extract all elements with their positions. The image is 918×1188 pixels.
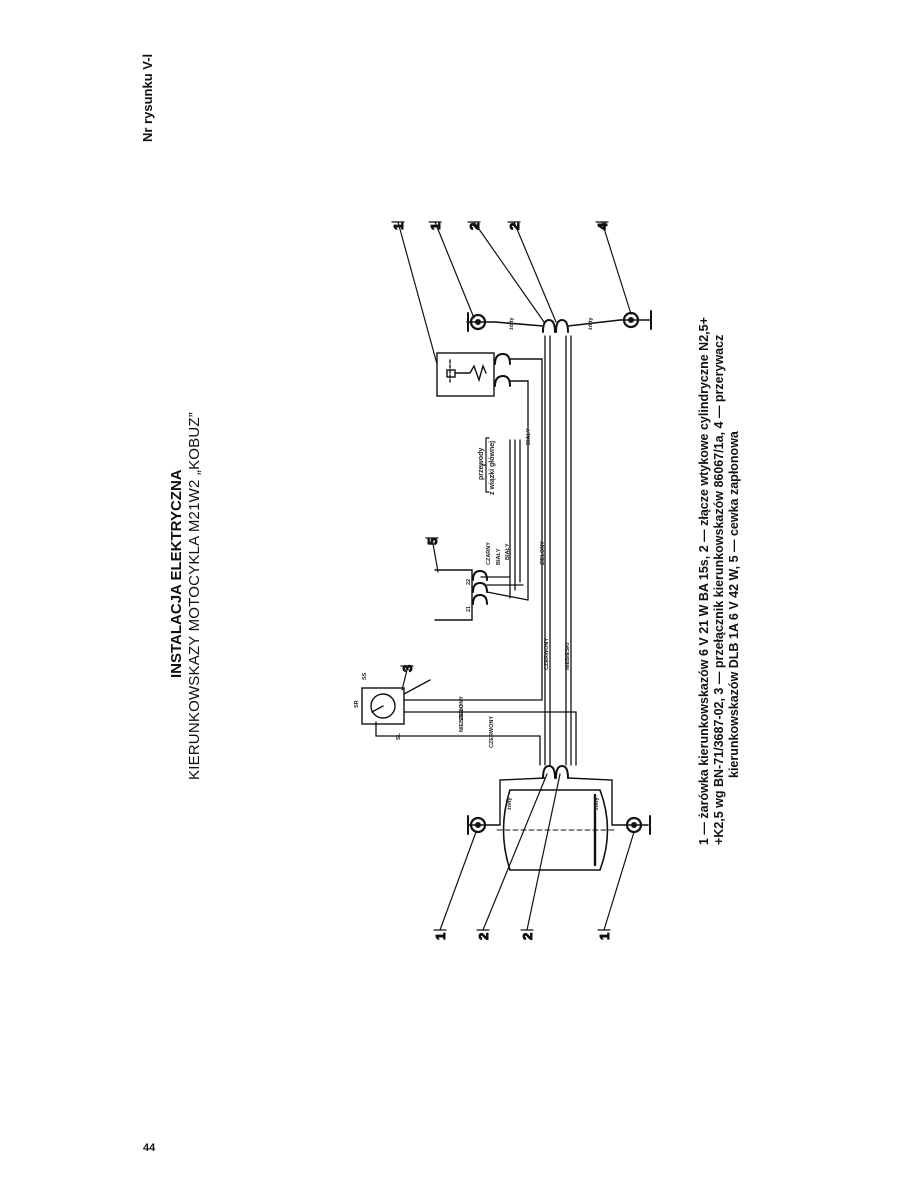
label-czerwony-sw: CZERWONY: [489, 716, 495, 748]
label-zolty-rl: żółty: [509, 317, 515, 330]
callout-connector-top-b: 2: [507, 223, 522, 230]
rear-right-lamp-lead: [567, 319, 621, 327]
callout-interrupter: 4: [595, 222, 610, 230]
terminal-sl: SL: [396, 732, 402, 740]
label-zolty-fr: żółty: [594, 797, 600, 810]
ignition-coil: [434, 569, 488, 621]
label-zolty-fl: żółty: [507, 797, 513, 810]
label-bialy-coil-b: BIAŁY: [505, 543, 511, 560]
label-bialy-coil-a: BIAŁY: [496, 548, 502, 565]
rear-connector: [542, 318, 569, 333]
terminal-22: 22: [466, 579, 472, 585]
main-wire-harness: [375, 335, 577, 766]
front-connector: [542, 764, 569, 779]
harness-brace: [481, 437, 490, 493]
callout-coil: 5: [425, 538, 440, 545]
harness-note-line1: przewody: [478, 448, 485, 480]
turn-signal-interrupter: [436, 352, 543, 397]
caption-line-3: kierunkowskazów DLB 1A 6 V 42 W, 5 — cew…: [727, 431, 741, 778]
front-left-lamp: [467, 815, 491, 835]
harness-note-line2: z wiązki głównej: [489, 441, 496, 495]
callout-connector-bottom-b: 2: [520, 933, 535, 940]
label-bialy-main: BIAŁY: [526, 428, 532, 445]
rear-left-lamp-lead: [494, 321, 544, 327]
terminal-sr: SR: [354, 700, 360, 708]
caption-line-1: 1 — żarówka kierunkowskazów 6 V 21 W BA …: [697, 317, 711, 845]
leader-lines: [391, 221, 635, 931]
label-niebieski-sw: NIEBIESKI: [459, 704, 465, 732]
front-lamp-leads: [489, 777, 625, 826]
callout-switch: 3: [400, 665, 415, 672]
label-zielony-sw: ZIELONY: [459, 696, 465, 720]
label-niebieski-main: NIEBIESKI: [565, 642, 571, 670]
label-czarny-coil: CZARNY: [486, 542, 492, 565]
rear-left-lamp: [466, 312, 496, 332]
headlamp: [496, 789, 616, 871]
label-zolty-rr: żółty: [588, 317, 594, 330]
terminal-ss: SS: [362, 672, 368, 680]
terminal-21: 21: [466, 606, 472, 612]
front-right-lamp: [623, 815, 651, 835]
callout-connector-bottom-a: 2: [476, 933, 491, 940]
label-zielony-main: ZIELONY: [540, 541, 546, 565]
rear-right-lamp: [619, 310, 652, 330]
caption-line-2: +K2,5 wg BN-71/3687-02, 3 — przełącznik …: [712, 334, 726, 845]
callout-lamp-tr: 1: [391, 223, 406, 230]
callout-lamp-bl: 1: [597, 933, 612, 940]
label-czerwony-main: CZERWONY: [544, 638, 550, 670]
callout-connector-top-a: 2: [467, 223, 482, 230]
turn-signal-switch: [361, 679, 431, 725]
page-number: 44: [143, 1142, 156, 1154]
callout-lamp-tl: 1: [428, 223, 443, 230]
callout-lamp-br: 1: [433, 933, 448, 940]
